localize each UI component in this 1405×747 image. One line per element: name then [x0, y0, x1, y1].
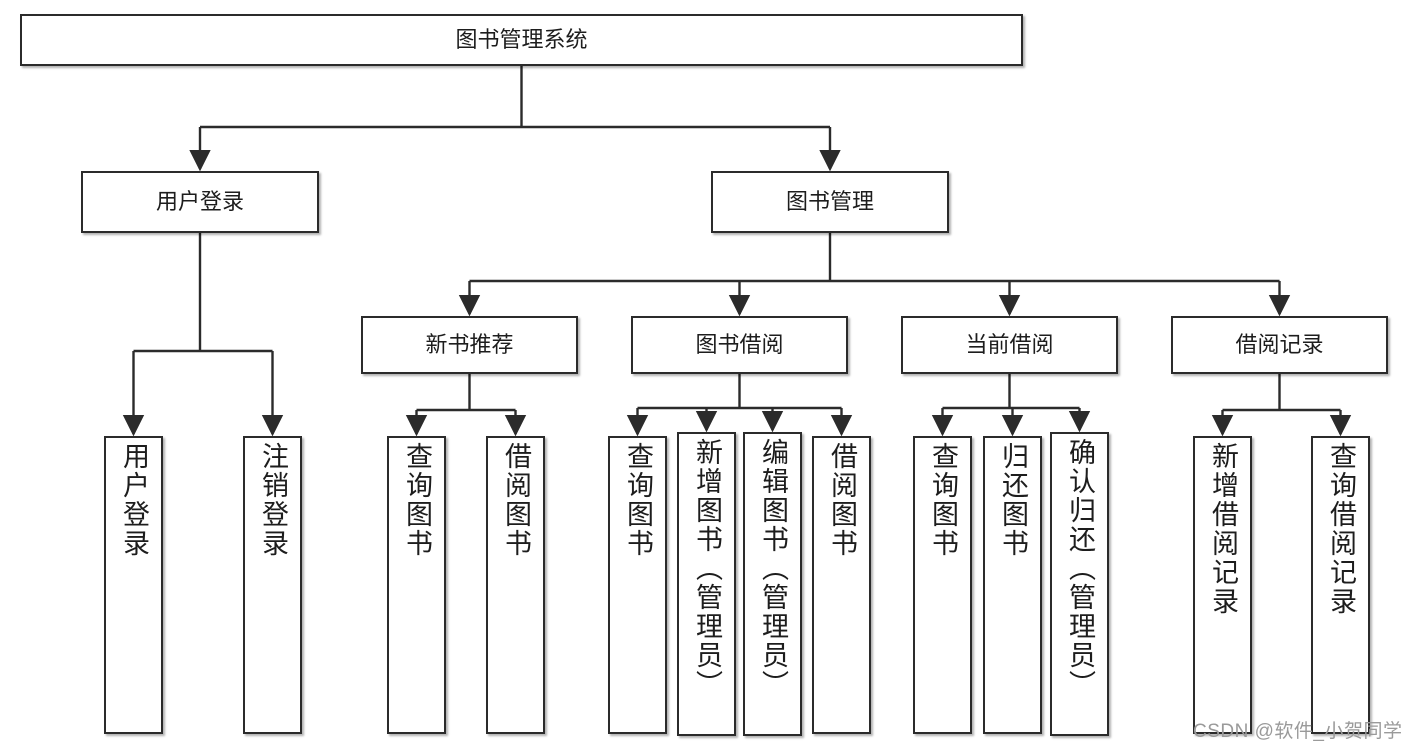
- connector-bus: [416, 374, 516, 412]
- node-label: 查询图书: [928, 442, 958, 558]
- node-leaf-query-book-2[interactable]: 查询图书: [608, 436, 667, 734]
- node-bookmgmt[interactable]: 图书管理: [711, 171, 949, 233]
- node-label: 用户登录: [155, 188, 244, 214]
- node-label: 借阅图书: [501, 442, 531, 558]
- node-leaf-query-book-1[interactable]: 查询图书: [387, 436, 446, 734]
- node-leaf-query-book-3[interactable]: 查询图书: [913, 436, 972, 734]
- node-label: 图书借阅: [695, 331, 784, 357]
- connector-bus: [133, 233, 273, 353]
- node-borrow[interactable]: 图书借阅: [631, 316, 848, 374]
- node-newbook[interactable]: 新书推荐: [361, 316, 578, 374]
- node-records[interactable]: 借阅记录: [1171, 316, 1388, 374]
- node-label: 查询借阅记录: [1326, 442, 1356, 616]
- connector-bus: [942, 374, 1080, 410]
- node-leaf-confirm-return[interactable]: 确认归还（管理员）: [1050, 432, 1109, 736]
- node-label: 新书推荐: [425, 331, 514, 357]
- node-leaf-add-record[interactable]: 新增借阅记录: [1193, 436, 1252, 734]
- connector-bus: [200, 66, 830, 129]
- node-label: 新增图书（管理员）: [692, 438, 722, 699]
- node-label: 借阅记录: [1235, 331, 1324, 357]
- node-leaf-borrow-book-1[interactable]: 借阅图书: [486, 436, 545, 734]
- node-label: 新增借阅记录: [1208, 442, 1238, 616]
- node-leaf-borrow-book-2[interactable]: 借阅图书: [812, 436, 871, 734]
- node-label: 确认归还（管理员）: [1065, 438, 1095, 699]
- node-login[interactable]: 用户登录: [81, 171, 319, 233]
- node-leaf-edit-book[interactable]: 编辑图书（管理员）: [743, 432, 802, 736]
- node-label: 图书管理: [785, 188, 874, 214]
- node-root[interactable]: 图书管理系统: [20, 14, 1023, 66]
- node-label: 查询图书: [623, 442, 653, 558]
- csdn-watermark: CSDN @软件_小贺同学: [1193, 721, 1403, 742]
- node-label: 归还图书: [998, 442, 1028, 558]
- connector-bus: [637, 374, 842, 410]
- node-label: 查询图书: [402, 442, 432, 558]
- connector-bus: [469, 233, 1280, 283]
- node-current[interactable]: 当前借阅: [901, 316, 1118, 374]
- node-leaf-add-book[interactable]: 新增图书（管理员）: [677, 432, 736, 736]
- node-leaf-query-record[interactable]: 查询借阅记录: [1311, 436, 1370, 734]
- node-label: 用户登录: [119, 442, 149, 558]
- node-label: 当前借阅: [965, 331, 1054, 357]
- node-leaf-user-logout[interactable]: 注销登录: [243, 436, 302, 734]
- connector-bus: [1222, 374, 1341, 412]
- node-leaf-return-book[interactable]: 归还图书: [983, 436, 1042, 734]
- node-label: 借阅图书: [827, 442, 857, 558]
- node-label: 图书管理系统: [455, 26, 588, 52]
- node-label: 注销登录: [258, 442, 288, 558]
- node-label: 编辑图书（管理员）: [758, 438, 788, 699]
- node-leaf-user-login[interactable]: 用户登录: [104, 436, 163, 734]
